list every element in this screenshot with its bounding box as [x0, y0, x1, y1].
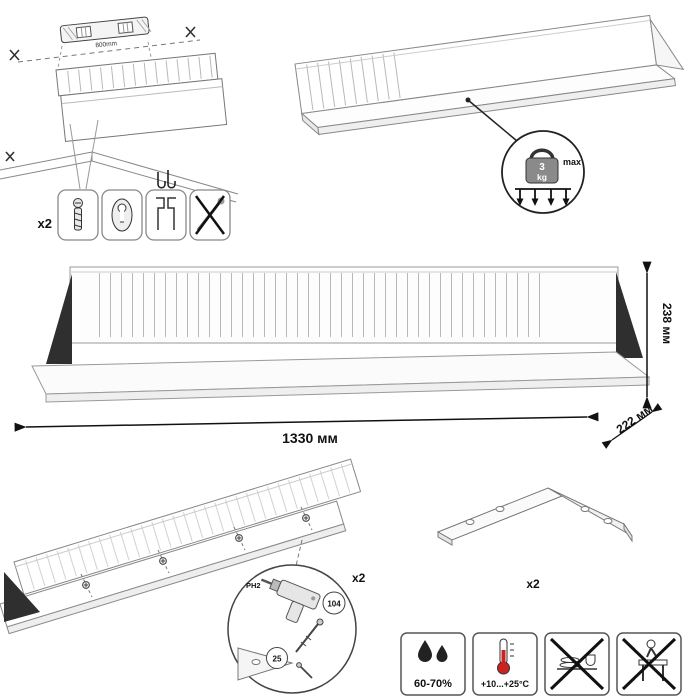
assembly-screws	[80, 506, 313, 598]
humidity-icon	[418, 640, 448, 662]
drill-icon	[260, 578, 321, 623]
assembly-detail-callout: PH2 104 25	[227, 539, 357, 694]
depth-dimension-line	[601, 403, 663, 449]
screw-icon	[235, 534, 243, 542]
detail-screw	[295, 618, 324, 653]
weight-unit-label: kg	[537, 172, 547, 182]
hardware-qty-label: x2	[38, 216, 52, 231]
wall-marking-diagram: 800mm	[0, 16, 239, 203]
bracket-qty-label: x2	[526, 577, 540, 591]
level-dimension-label: 800mm	[95, 40, 117, 49]
left-bracket	[46, 274, 72, 364]
depth-dimension-label: 222 мм	[614, 401, 656, 436]
bit-label: PH2	[246, 581, 261, 590]
weight-value-label: 3	[539, 162, 545, 173]
max-load-arrows	[515, 188, 571, 200]
hardware-box-hangers	[145, 189, 187, 241]
humidity-label: 60-70%	[414, 678, 452, 690]
screws-qty-label: x2	[352, 571, 366, 585]
temperature-icon	[497, 638, 514, 675]
hanger-hooks-icon	[156, 197, 176, 230]
pencil-mark-icon	[5, 26, 196, 162]
keyhole-hanger-icon	[111, 198, 133, 232]
weight-icon: 3 kg	[525, 148, 559, 184]
humidity-box	[400, 632, 466, 696]
screw-callout-b: 25	[266, 647, 288, 669]
assembly-diagram: PH2 104 25 x2	[0, 458, 366, 694]
anchor-screw-icon	[73, 198, 83, 231]
width-dimension-label: 1330 мм	[282, 430, 338, 446]
right-bracket	[616, 272, 643, 358]
guide-line	[17, 39, 201, 63]
assembly-back-panel	[13, 458, 362, 596]
no-dishes-icon	[549, 637, 605, 691]
care-icons: 60-70% +10...+25°C	[400, 632, 682, 696]
no-screw-icon	[194, 195, 226, 235]
screw-icon	[302, 514, 310, 522]
screw-callout-a: 104	[322, 591, 346, 615]
hook-icon	[157, 170, 176, 189]
max-load-callout: 3 kg max	[501, 130, 585, 214]
hardware-kit: x2	[38, 119, 231, 241]
spirit-level-icon: 800mm	[59, 16, 152, 49]
temperature-label: +10...+25°C	[481, 679, 530, 689]
assembly-corner-bracket	[4, 572, 40, 622]
overview-right-bracket	[649, 19, 685, 71]
screw-icon	[159, 557, 167, 565]
shelf-sketch	[55, 52, 228, 142]
height-dimension-label: 238 мм	[660, 303, 674, 344]
callout-b-label: 25	[273, 655, 282, 664]
assembly-base-board	[0, 500, 347, 635]
max-label: max	[563, 157, 581, 167]
no-climbing-icon	[621, 637, 677, 691]
shelf-front-view	[31, 266, 651, 403]
detail-bracket	[237, 647, 294, 681]
screw-icon	[82, 581, 90, 589]
callout-a-label: 104	[327, 600, 341, 609]
width-dimension-line	[14, 412, 599, 432]
back-panel-slats	[96, 273, 546, 337]
bracket-part: x2	[436, 487, 633, 591]
shelf-overview: 3 kg max	[294, 14, 685, 214]
